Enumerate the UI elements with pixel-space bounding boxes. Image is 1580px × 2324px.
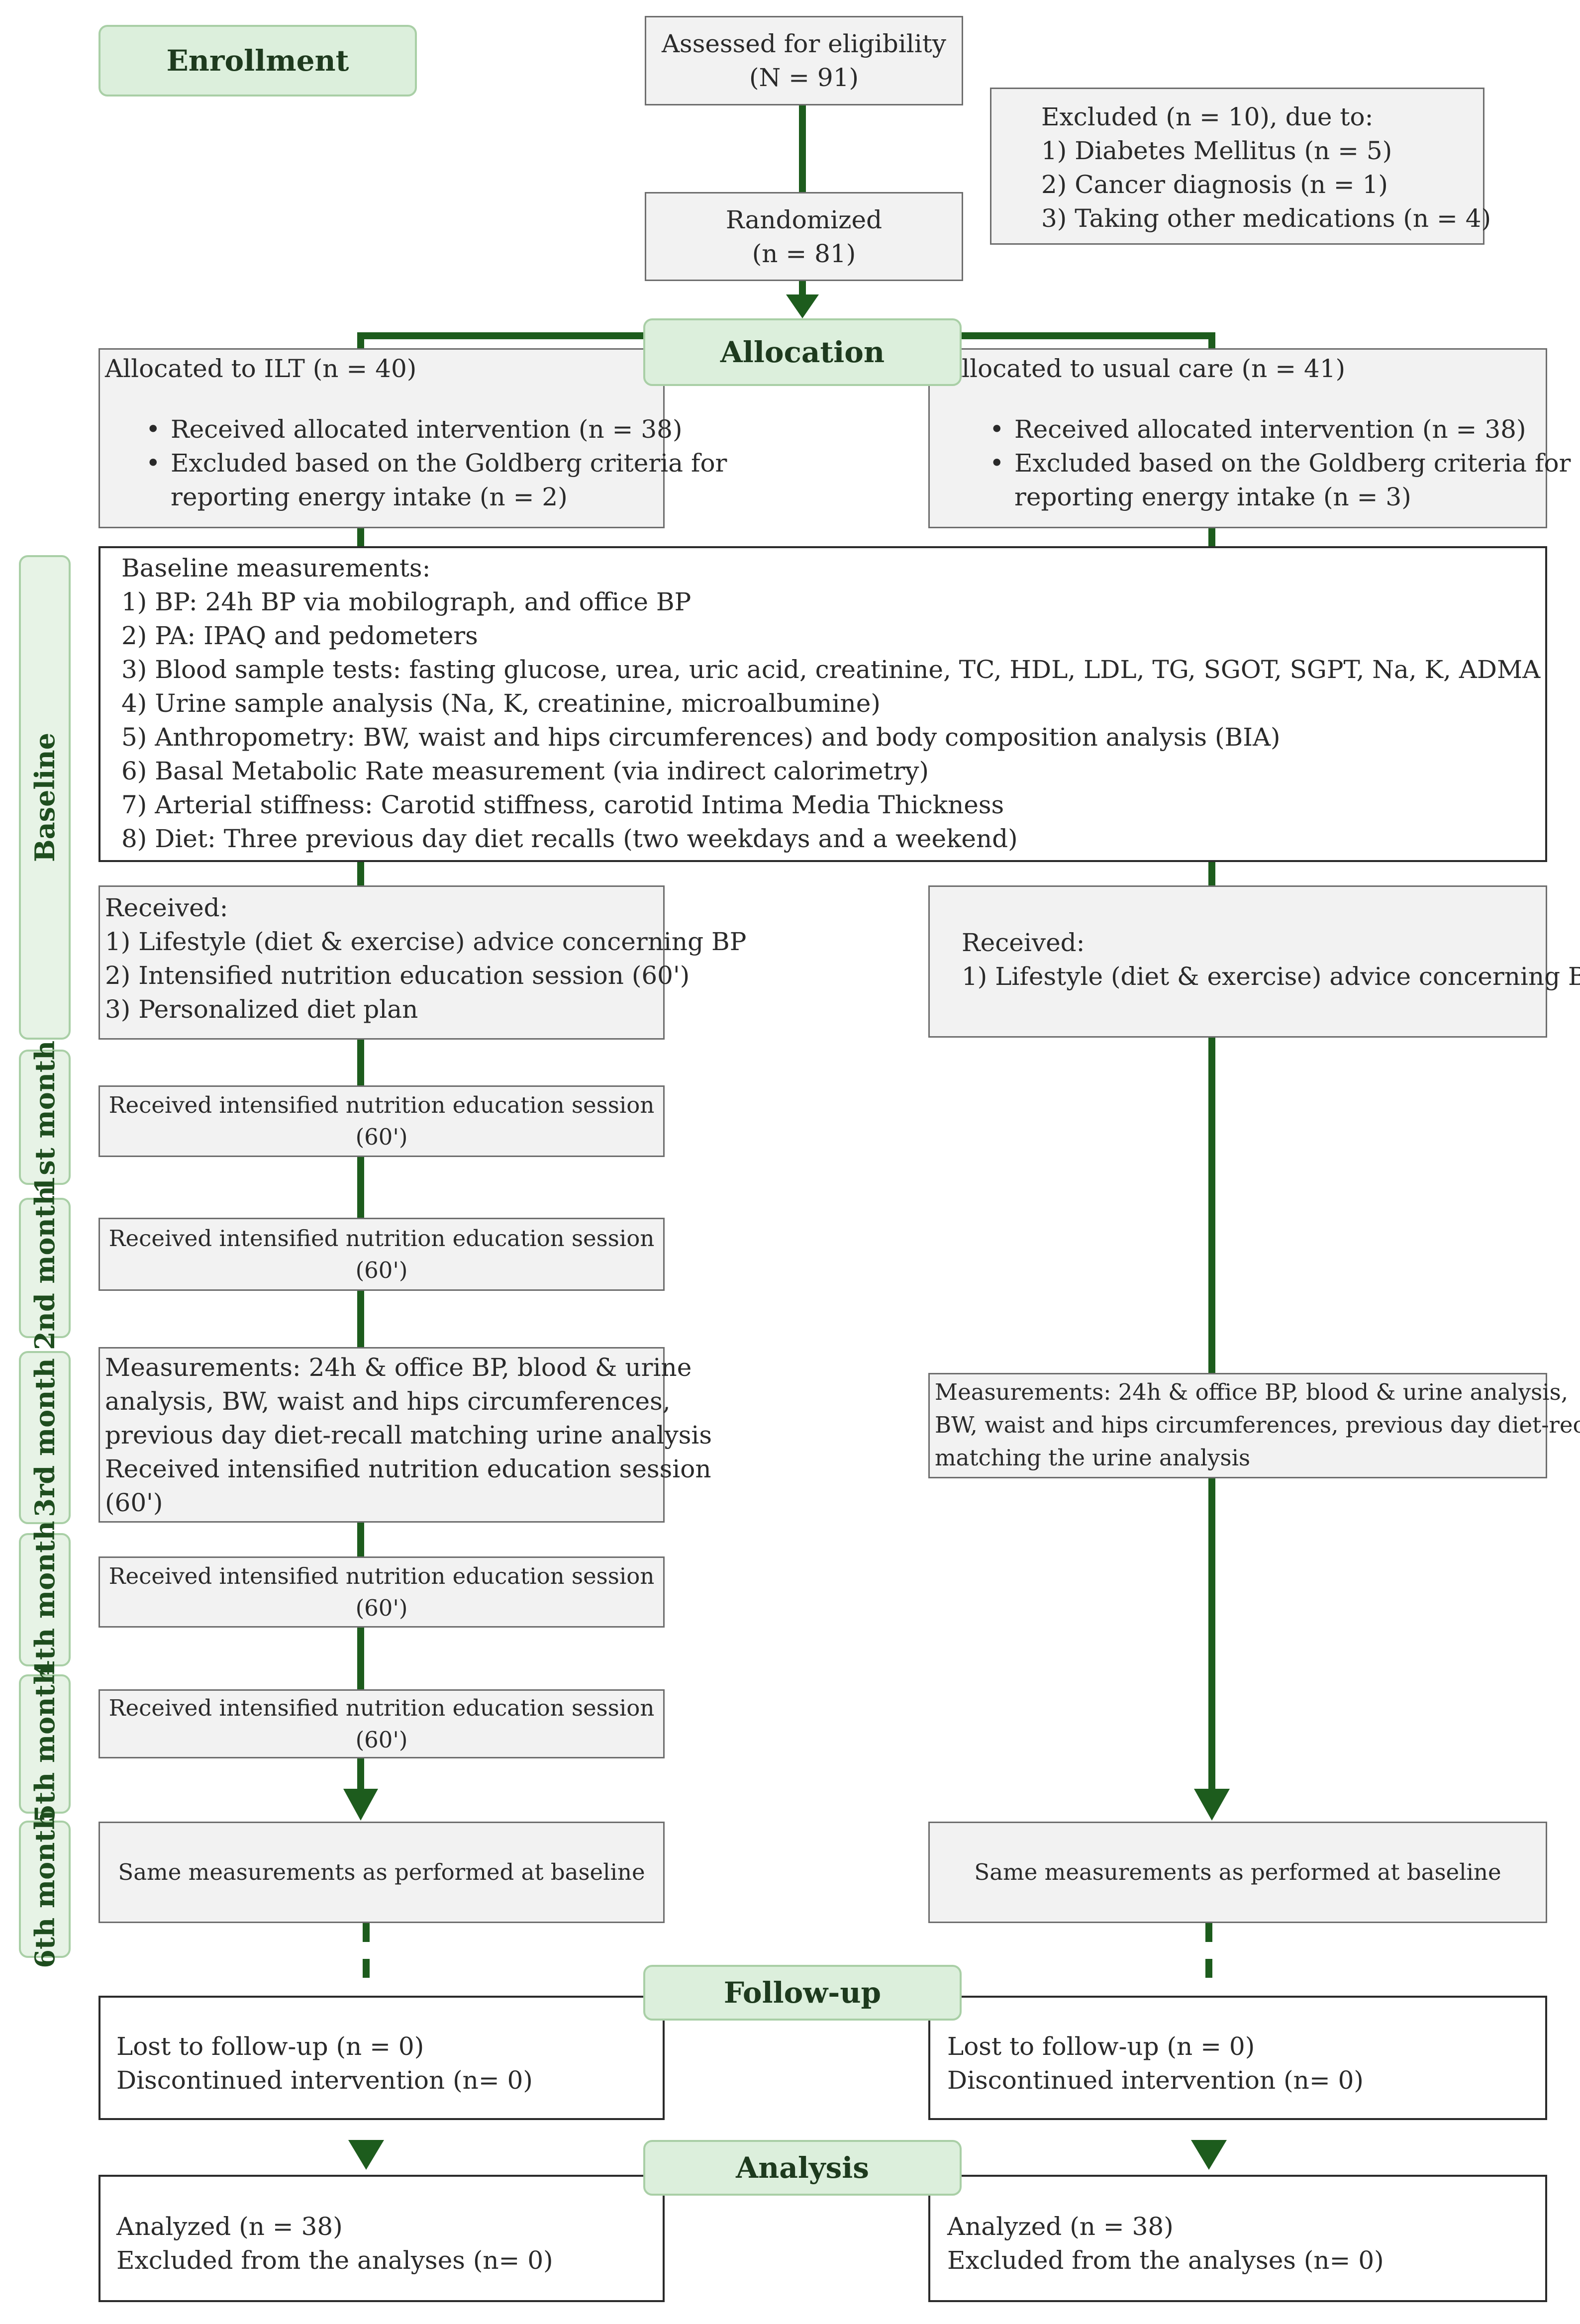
side-label-month6: 6th month [19,1810,71,1968]
received-right-box: Received: 1) Lifestyle (diet & exercise)… [928,885,1580,1038]
randomized-count: (n = 81) [752,239,856,268]
baseline-item: 4) Urine sample analysis (Na, K, creatin… [121,689,881,718]
received-right-heading: Received: [962,928,1085,957]
same-measurements-text: Same measurements as performed at baseli… [974,1859,1501,1885]
analysis-excluded: Excluded from the analyses (n= 0) [116,2246,553,2275]
analysis-tag: Analysis [643,2140,962,2196]
session-text: Received intensified nutrition education… [108,1694,655,1753]
month3-left-line: previous day diet-recall matching urine … [105,1421,712,1450]
excluded-item: 2) Cancer diagnosis (n = 1) [1041,170,1388,199]
analysis-right-box: Analyzed (n = 38) Excluded from the anal… [928,2175,1547,2302]
followup-left-box: Lost to follow-up (n = 0) Discontinued i… [99,1996,665,2120]
followup-tag: Follow-up [643,1965,962,2021]
baseline-heading: Baseline measurements: [121,554,431,582]
baseline-item: 2) PA: IPAQ and pedometers [121,621,478,650]
eligibility-count: (N = 91) [749,63,859,92]
month3-left-line: Measurements: 24h & office BP, blood & u… [105,1353,692,1382]
month3-right-box: Measurements: 24h & office BP, blood & u… [928,1373,1580,1478]
randomized-box: Randomized (n = 81) [645,192,963,281]
baseline-item: 8) Diet: Three previous day diet recalls… [121,824,1018,853]
session-box-month2: Received intensified nutrition education… [99,1218,665,1291]
allocation-right-list: Received allocated intervention (n = 38)… [984,412,1571,514]
same-measurements-text: Same measurements as performed at baseli… [118,1859,645,1885]
randomized-title: Randomized [725,205,883,234]
received-left-box: Received: 1) Lifestyle (diet & exercise)… [99,885,746,1040]
baseline-box: Baseline measurements: 1) BP: 24h BP via… [99,546,1547,862]
followup-right-box: Lost to follow-up (n = 0) Discontinued i… [928,1996,1547,2120]
list-item: Excluded based on the Goldberg criteria … [984,446,1571,514]
same-measurements-right: Same measurements as performed at baseli… [928,1822,1547,1923]
allocation-right-title: Allocated to usual care (n = 41) [944,354,1346,383]
side-label-month1: 1st month [19,1041,71,1194]
analysis-analyzed: Analyzed (n = 38) [116,2212,343,2241]
side-label-month5: 5th month [19,1665,71,1823]
side-label-month4: 4th month [19,1521,71,1679]
allocation-right-box: Allocated to usual care (n = 41) Receive… [928,348,1571,528]
followup-discontinued: Discontinued intervention (n= 0) [116,2066,533,2095]
list-item: Excluded based on the Goldberg criteria … [140,446,727,514]
month3-right-line: Measurements: 24h & office BP, blood & u… [935,1379,1569,1405]
session-text: Received intensified nutrition education… [108,1225,655,1283]
session-text: Received intensified nutrition education… [108,1562,655,1621]
allocation-left-box: Allocated to ILT (n = 40) Received alloc… [99,348,727,528]
received-left-item: 3) Personalized diet plan [105,995,418,1024]
allocation-left-list: Received allocated intervention (n = 38)… [140,412,727,514]
excluded-item: 1) Diabetes Mellitus (n = 5) [1041,136,1392,165]
session-text: Received intensified nutrition education… [108,1092,655,1150]
month3-left-line: Received intensified nutrition education… [105,1454,711,1483]
month3-left-line: analysis, BW, waist and hips circumferen… [105,1387,671,1416]
analysis-analyzed: Analyzed (n = 38) [947,2212,1174,2241]
side-label-baseline: Baseline [19,555,71,1040]
analysis-excluded: Excluded from the analyses (n= 0) [947,2246,1384,2275]
list-item: Received allocated intervention (n = 38) [140,412,727,446]
allocation-label: Allocation [720,335,885,369]
enrollment-tag: Enrollment [99,25,417,97]
excluded-header: Excluded (n = 10), due to: [1041,102,1374,131]
received-left-item: 1) Lifestyle (diet & exercise) advice co… [105,927,747,956]
baseline-item: 1) BP: 24h BP via mobilograph, and offic… [121,587,691,616]
received-right-item: 1) Lifestyle (diet & exercise) advice co… [962,962,1580,991]
list-item: Received allocated intervention (n = 38) [984,412,1571,446]
analysis-left-box: Analyzed (n = 38) Excluded from the anal… [99,2175,665,2302]
side-label-month2: 2nd month [19,1186,71,1350]
excluded-item: 3) Taking other medications (n = 4) [1041,204,1491,233]
allocation-left-title: Allocated to ILT (n = 40) [105,354,417,383]
followup-lost: Lost to follow-up (n = 0) [947,2032,1255,2061]
enrollment-label: Enrollment [166,44,349,78]
eligibility-title: Assessed for eligibility [661,29,947,58]
month3-right-line: matching the urine analysis [935,1445,1251,1471]
allocation-tag: Allocation [643,318,962,386]
received-left-heading: Received: [105,893,228,922]
baseline-item: 7) Arterial stiffness: Carotid stiffness… [121,790,1004,819]
followup-lost: Lost to follow-up (n = 0) [116,2032,424,2061]
month3-left-box: Measurements: 24h & office BP, blood & u… [99,1347,712,1523]
baseline-item: 5) Anthropometry: BW, waist and hips cir… [121,723,1281,752]
session-box-month1: Received intensified nutrition education… [99,1085,665,1157]
same-measurements-left: Same measurements as performed at baseli… [99,1822,665,1923]
baseline-item: 6) Basal Metabolic Rate measurement (via… [121,757,929,785]
analysis-label: Analysis [736,2151,869,2185]
session-box-month5: Received intensified nutrition education… [99,1689,665,1758]
side-label-month3: 3rd month [19,1351,71,1524]
received-left-item: 2) Intensified nutrition education sessi… [105,961,690,990]
month3-left-line: (60') [105,1488,163,1517]
followup-label: Follow-up [723,1976,882,2010]
excluded-box: Excluded (n = 10), due to: 1) Diabetes M… [990,88,1491,245]
month3-right-line: BW, waist and hips circumferences, previ… [935,1412,1580,1438]
session-box-month4: Received intensified nutrition education… [99,1556,665,1628]
followup-discontinued: Discontinued intervention (n= 0) [947,2066,1364,2095]
eligibility-box: Assessed for eligibility (N = 91) [645,16,963,105]
baseline-item: 3) Blood sample tests: fasting glucose, … [121,655,1541,684]
